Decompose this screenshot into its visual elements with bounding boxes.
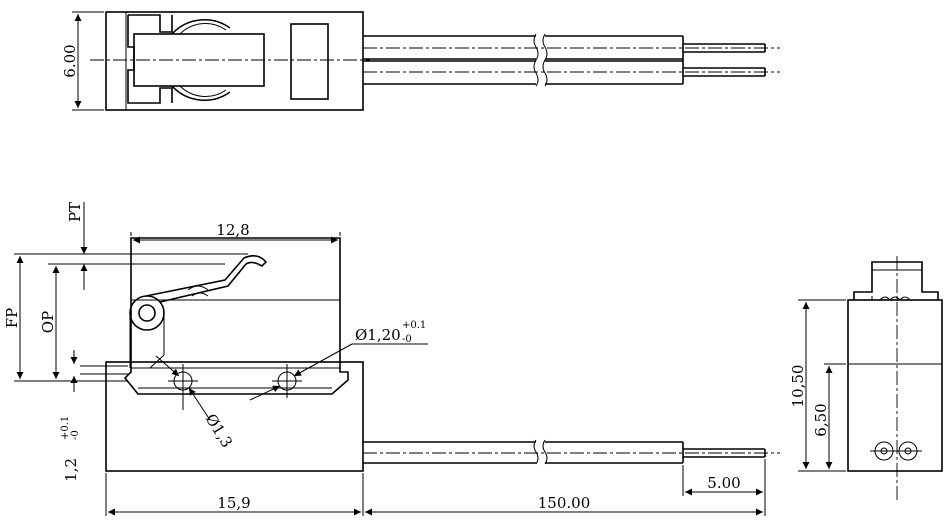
pin-offset-tol-plus: +0.1 <box>60 416 71 440</box>
total-height-label: 10,50 <box>789 365 807 408</box>
lower-height-label: 6,50 <box>812 403 830 436</box>
top-view: 6.00 <box>61 11 780 111</box>
front-view-housing <box>123 237 349 395</box>
hole-large-label: Ø1,20 <box>355 326 401 344</box>
hole-large-tol-minus: -0 <box>402 334 412 345</box>
pin-offset-tol-minus: -0 <box>70 430 81 440</box>
top-view-window <box>290 23 329 100</box>
front-view-roller <box>129 295 165 331</box>
width-dimension-label: 6.00 <box>61 44 79 77</box>
top-view-actuator <box>127 14 173 104</box>
op-label: OP <box>39 311 57 333</box>
pin-offset-label: 1,2 <box>62 458 80 482</box>
top-view-cable <box>363 33 780 87</box>
side-view: 10,50 6,50 <box>789 256 943 500</box>
front-view-base <box>105 361 364 472</box>
front-view-lever <box>145 254 268 303</box>
cable-length-label: 150.00 <box>538 494 591 512</box>
side-view-actuator <box>853 261 939 300</box>
body-length-label: 15,9 <box>217 494 250 512</box>
lever-length-label: 12,8 <box>216 221 249 239</box>
front-view-cable <box>363 439 780 465</box>
side-view-body <box>847 299 943 472</box>
top-view-body <box>105 11 364 111</box>
front-view: PT FP OP 12,8 Ø1,3 Ø1,20 +0.1 -0 1,2 +0.… <box>3 202 780 516</box>
fp-label: FP <box>3 308 21 329</box>
strip-length-label: 5.00 <box>707 474 740 492</box>
hole-large-tol-plus: +0.1 <box>402 320 426 331</box>
pt-label: PT <box>66 202 84 222</box>
hole-small-label: Ø1,3 <box>202 411 236 451</box>
